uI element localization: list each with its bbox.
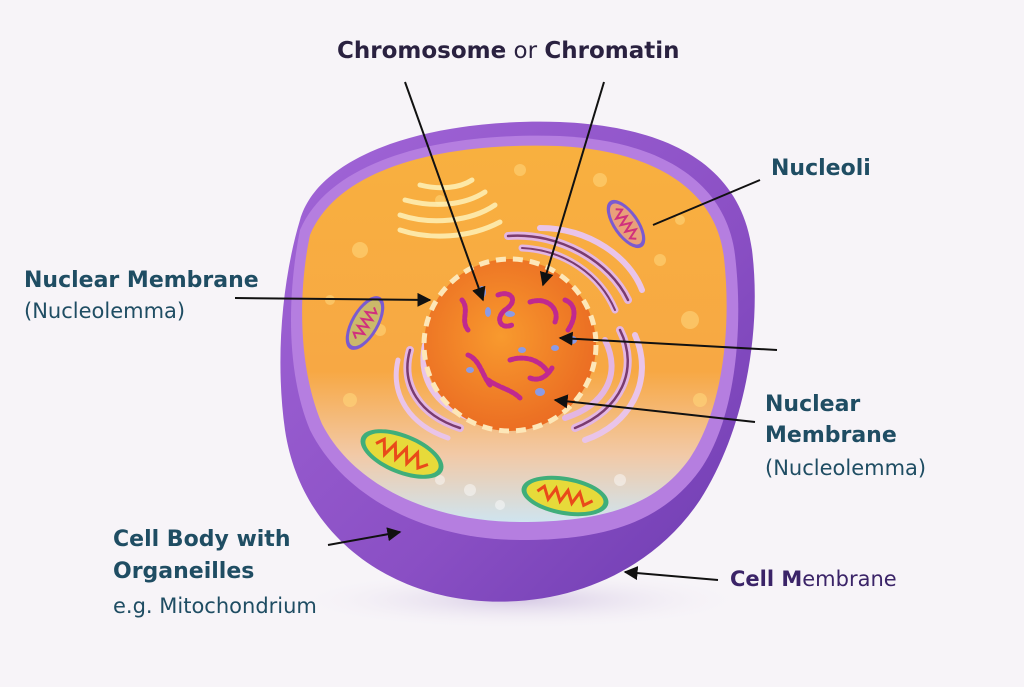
label-cell-body-line2: Organeilles	[113, 558, 255, 584]
cytoplasm-granules	[325, 164, 707, 407]
label-cell-membrane-part1: Cell M	[730, 567, 803, 591]
label-chromosome-or-chromatin: Chromosome or Chromatin	[337, 37, 680, 65]
mitochondrion-green-right	[521, 475, 609, 517]
label-nucleoli: Nucleoli	[771, 156, 871, 181]
arrow-nuclear-membrane-left	[234, 292, 432, 307]
arrow-nucleolus-right	[558, 331, 778, 351]
arrow-nuclear-membrane-right	[553, 394, 756, 423]
nucleus	[421, 256, 599, 434]
label-cell-body: Cell Body with Organeilles e.g. Mitochon…	[113, 527, 317, 619]
golgi-apparatus	[393, 225, 645, 443]
mitochondrion-purple-upper	[606, 199, 646, 249]
label-cell-body-line1: Cell Body with	[113, 527, 291, 552]
label-nuclear-membrane-right-line2: Membrane	[765, 422, 897, 448]
label-cell-membrane: Cell Membrane	[730, 567, 897, 593]
label-chromatin: Chromatin	[544, 38, 680, 64]
label-nuclear-membrane-right-subtitle: (Nucleolemma)	[765, 455, 927, 480]
label-nuclear-membrane-left-title: Nuclear Membrane	[24, 268, 259, 293]
label-nuclear-membrane-left: Nuclear Membrane (Nucleolemma)	[24, 268, 259, 324]
label-or: or	[506, 38, 545, 64]
label-cell-body-subtitle: e.g. Mitochondrium	[113, 593, 317, 618]
nuclear-envelope	[421, 256, 599, 434]
label-chromosome: Chromosome	[337, 38, 507, 64]
chromatin	[459, 286, 577, 401]
label-nuclear-membrane-right: Nuclear Membrane (Nucleolemma)	[765, 392, 926, 481]
arrow-cell-body	[327, 527, 402, 546]
arrow-chromosome	[404, 81, 486, 302]
mitochondrion-green-left	[360, 429, 444, 479]
label-cell-membrane-part2: embrane	[802, 567, 897, 591]
label-nuclear-membrane-right-line1: Nuclear	[765, 392, 861, 417]
line-nucleoli	[652, 179, 761, 226]
pointer-arrows	[234, 81, 778, 581]
arrow-chromatin	[539, 81, 605, 287]
label-nuclear-membrane-left-subtitle: (Nucleolemma)	[24, 298, 186, 323]
arrow-cell-membrane	[623, 566, 719, 581]
mitochondrion-purple-left	[345, 296, 385, 350]
